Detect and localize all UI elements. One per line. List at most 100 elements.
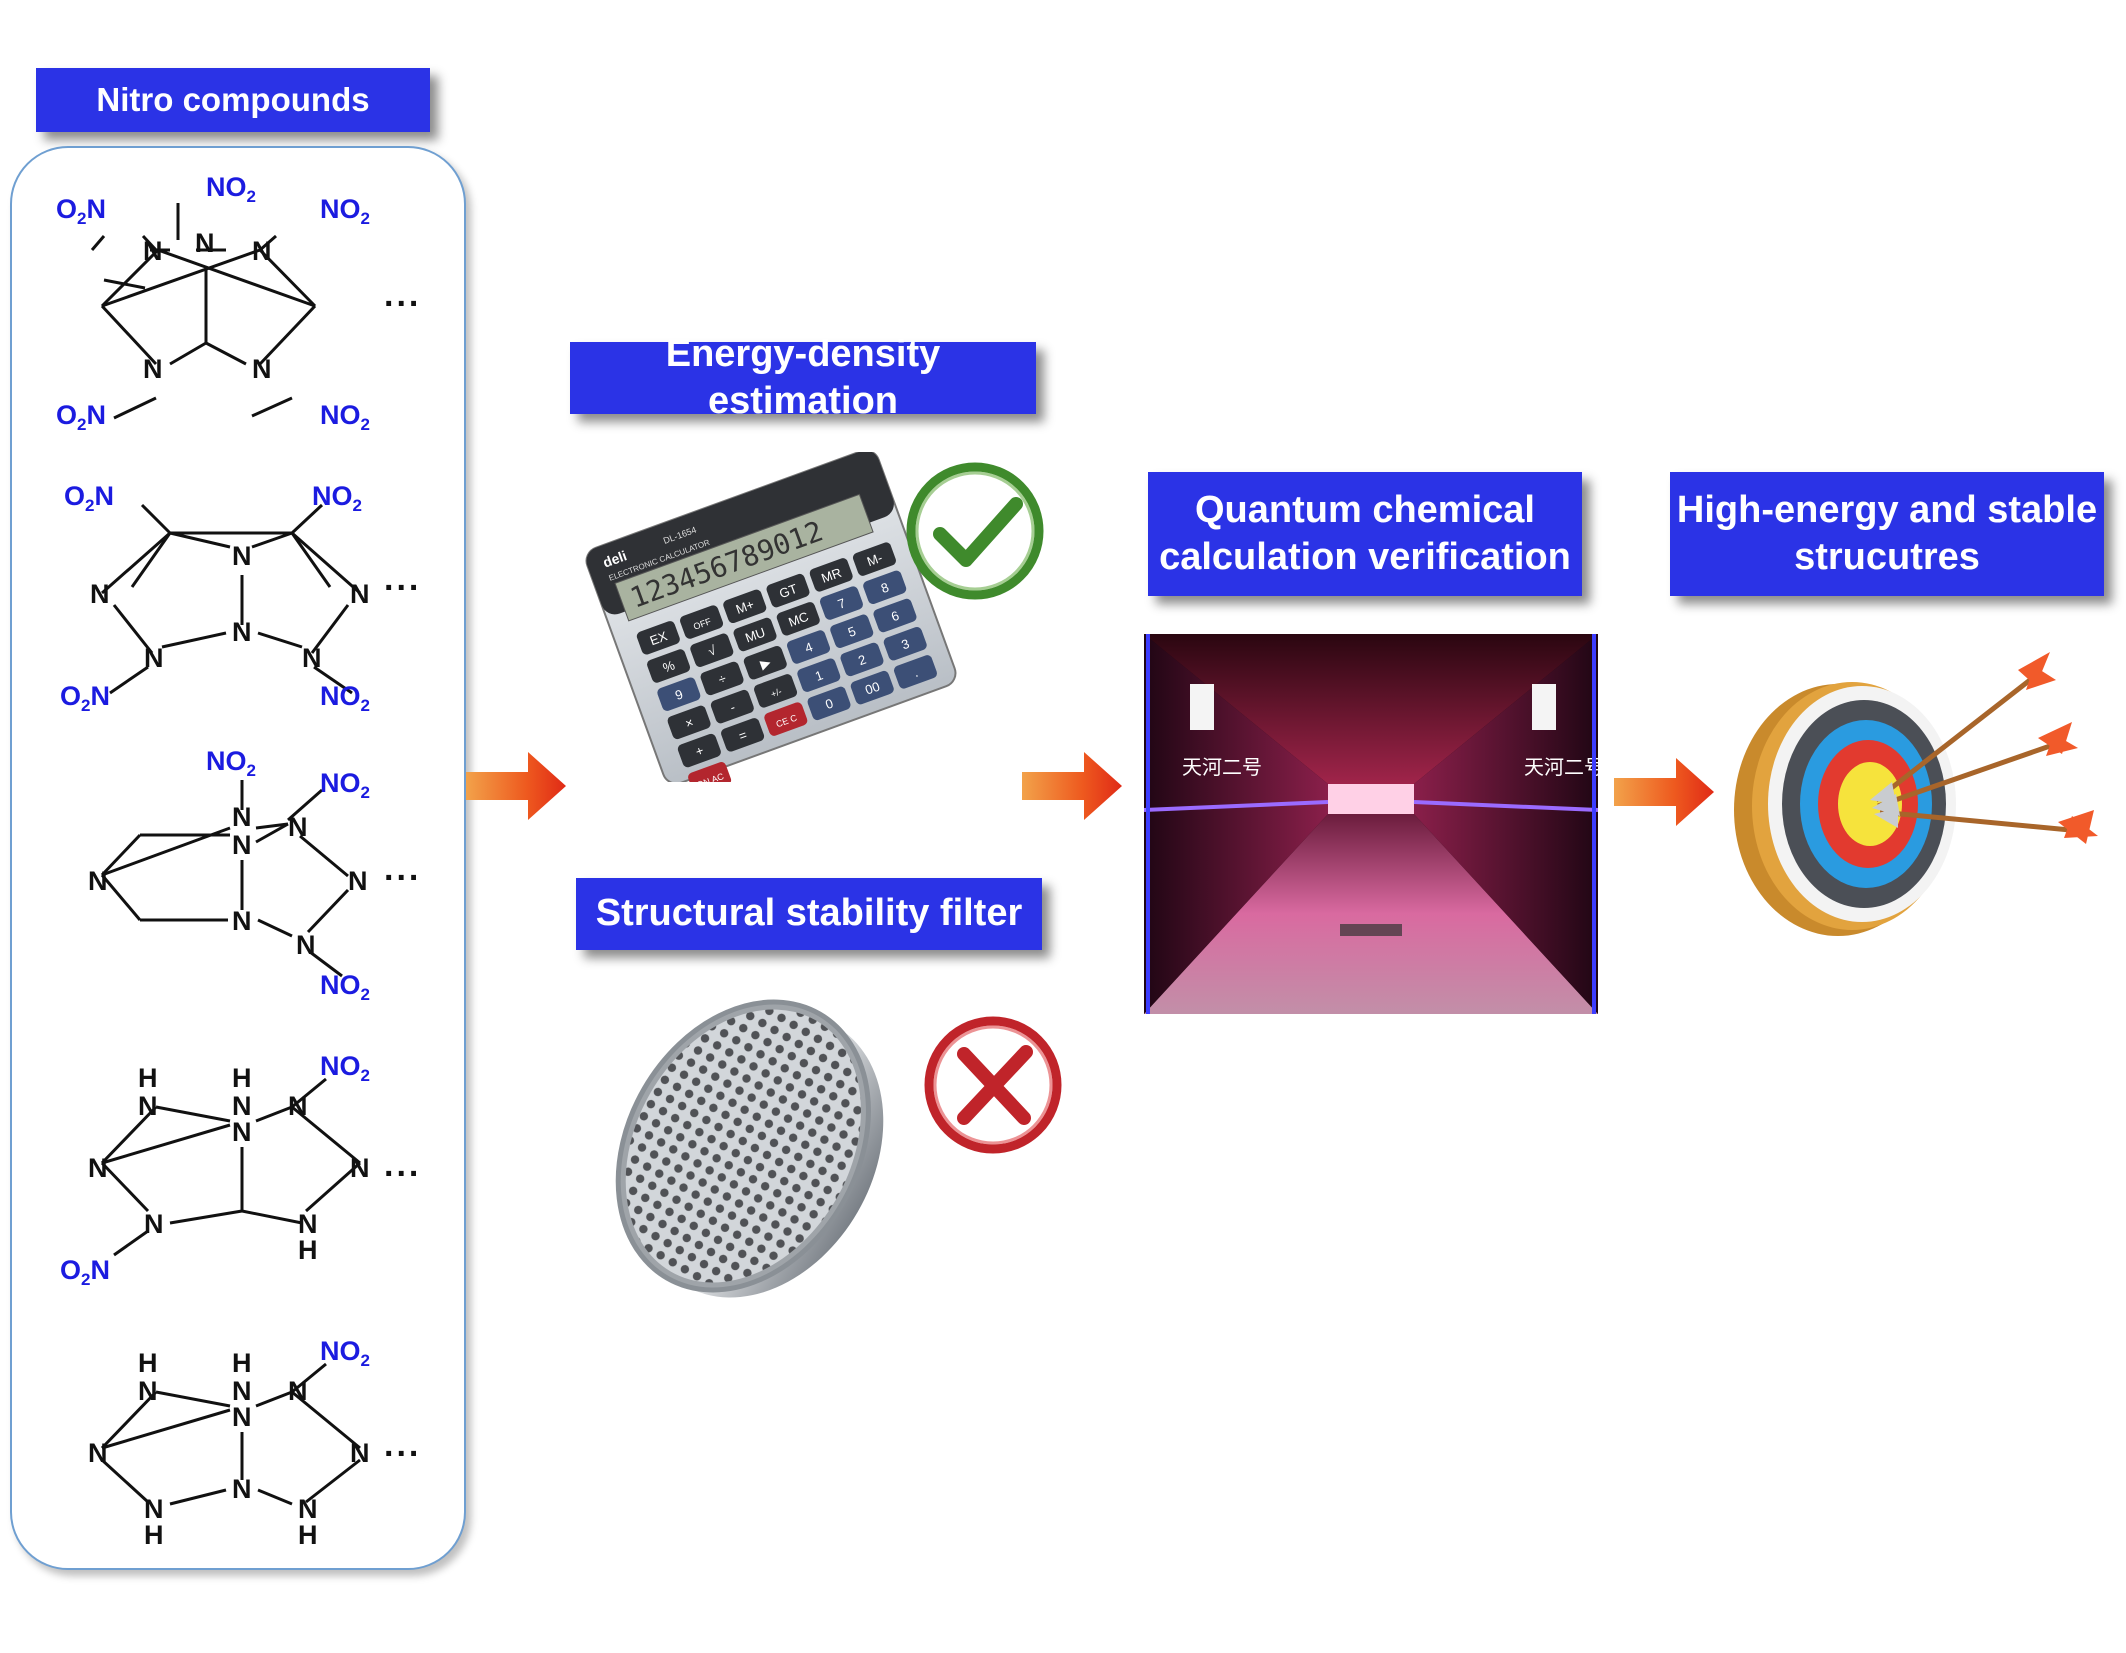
svg-text:N: N: [232, 802, 252, 832]
calculator-key: [766, 573, 810, 608]
svg-text:NO2: NO2: [206, 172, 256, 206]
energy-density-label: Energy-density estimation: [570, 333, 1036, 422]
calculator-key-label: 7: [836, 595, 848, 612]
calculator-key: [787, 630, 831, 664]
calculator-key: [647, 649, 691, 683]
check-icon: [906, 462, 1044, 600]
svg-text:N: N: [232, 1091, 252, 1121]
svg-text:N: N: [232, 830, 252, 860]
calculator-key-label: .: [911, 665, 920, 680]
calculator-key: [667, 705, 711, 740]
calculator-key: [883, 626, 927, 661]
svg-text:N: N: [138, 1376, 158, 1406]
calculator-key-label: MR: [819, 565, 843, 586]
svg-text:H: H: [298, 1235, 318, 1265]
calculator-key: [754, 674, 798, 708]
calculator-key: [819, 586, 863, 620]
calculator-key-label: %: [661, 657, 677, 675]
calculator-key-label: 1: [813, 667, 825, 684]
calculator-key: [690, 633, 734, 667]
arrow-right-icon: [1022, 752, 1122, 820]
quantum-label-line2: calculation verification: [1159, 536, 1571, 578]
svg-text:H: H: [232, 1063, 252, 1093]
quantum-label-line1: Quantum chemical: [1195, 488, 1535, 531]
stability-filter-label-text: Structural stability filter: [595, 892, 1023, 935]
svg-text:N: N: [298, 1494, 318, 1524]
svg-text:NO2: NO2: [320, 970, 370, 1004]
result-label: High-energy and stable strucutres: [1670, 472, 2104, 596]
calculator-key: [764, 702, 808, 736]
svg-text:N: N: [296, 930, 316, 960]
ellipsis-4: ...: [384, 1146, 422, 1184]
calculator-key: [893, 655, 937, 689]
svg-text:NO2: NO2: [206, 746, 256, 780]
calculator-key-label: MU: [743, 624, 767, 645]
calculator-key-label: EX: [648, 628, 670, 648]
svg-text:H: H: [138, 1063, 158, 1093]
svg-text:O2N: O2N: [60, 681, 110, 715]
svg-text:NO2: NO2: [312, 481, 362, 515]
cross-icon: [924, 1016, 1062, 1154]
svg-text:N: N: [144, 1209, 164, 1239]
svg-text:N: N: [252, 236, 272, 266]
svg-text:N: N: [288, 812, 308, 842]
result-label-line2: strucutres: [1794, 536, 1980, 578]
calculator-key: [700, 661, 744, 696]
ellipsis-5: ...: [384, 1426, 422, 1464]
calculator-key-label: 5: [846, 623, 858, 640]
calculator-key-label: MC: [786, 609, 810, 630]
target-icon: [1734, 652, 2098, 936]
calculator-key: [776, 602, 820, 636]
calculator-key: [677, 733, 721, 768]
nitro-compounds-label-text: Nitro compounds: [96, 81, 370, 119]
calculator-key-label: 0: [823, 696, 835, 713]
svg-text:H: H: [144, 1520, 164, 1550]
calculator-key: [723, 589, 767, 624]
svg-text:N: N: [298, 1209, 318, 1239]
svg-text:NO2: NO2: [320, 1051, 370, 1085]
svg-text:O2N: O2N: [60, 1255, 110, 1289]
svg-text:N: N: [232, 617, 252, 647]
svg-text:NO2: NO2: [320, 400, 370, 434]
calculator-key: [873, 598, 917, 633]
calculator-key: [680, 605, 724, 639]
sieve-icon: [615, 999, 884, 1298]
calculator-key: [710, 689, 754, 724]
svg-text:N: N: [232, 541, 252, 571]
calculator-key: [636, 621, 680, 655]
energy-density-label-text: Energy-density estimation: [665, 332, 941, 423]
calculator-key: [657, 677, 701, 711]
calculator-key: [807, 686, 851, 721]
compound-panel: [10, 146, 466, 1570]
calculator-key: [852, 542, 896, 576]
svg-text:N: N: [88, 1153, 108, 1183]
svg-text:N: N: [232, 1474, 252, 1504]
svg-text:N: N: [288, 1376, 308, 1406]
calculator-key-label: M-: [865, 550, 884, 569]
ellipsis-1: ...: [384, 276, 422, 314]
svg-text:N: N: [350, 579, 370, 609]
ellipsis-3: ...: [384, 850, 422, 888]
svg-text:N: N: [88, 866, 108, 896]
svg-text:N: N: [90, 579, 110, 609]
calculator-key-label: ON AC: [695, 771, 725, 782]
calculator-key-label: 2: [856, 652, 868, 669]
calculator-key-label: 3: [899, 636, 911, 653]
calculator-key: [840, 642, 884, 677]
calculator-key: [688, 762, 732, 782]
svg-text:deli: deli: [601, 547, 629, 570]
stability-filter-label: Structural stability filter: [576, 878, 1042, 950]
calculator-key: [830, 614, 874, 648]
svg-text:N: N: [350, 1153, 370, 1183]
svg-text:N: N: [232, 1402, 252, 1432]
svg-text:NO2: NO2: [320, 768, 370, 802]
svg-text:N: N: [350, 1438, 370, 1468]
svg-text:O2N: O2N: [56, 400, 106, 434]
svg-text:N: N: [138, 1091, 158, 1121]
svg-text:O2N: O2N: [56, 194, 106, 228]
svg-text:N: N: [144, 1494, 164, 1524]
calculator-key-label: ÷: [716, 671, 728, 688]
